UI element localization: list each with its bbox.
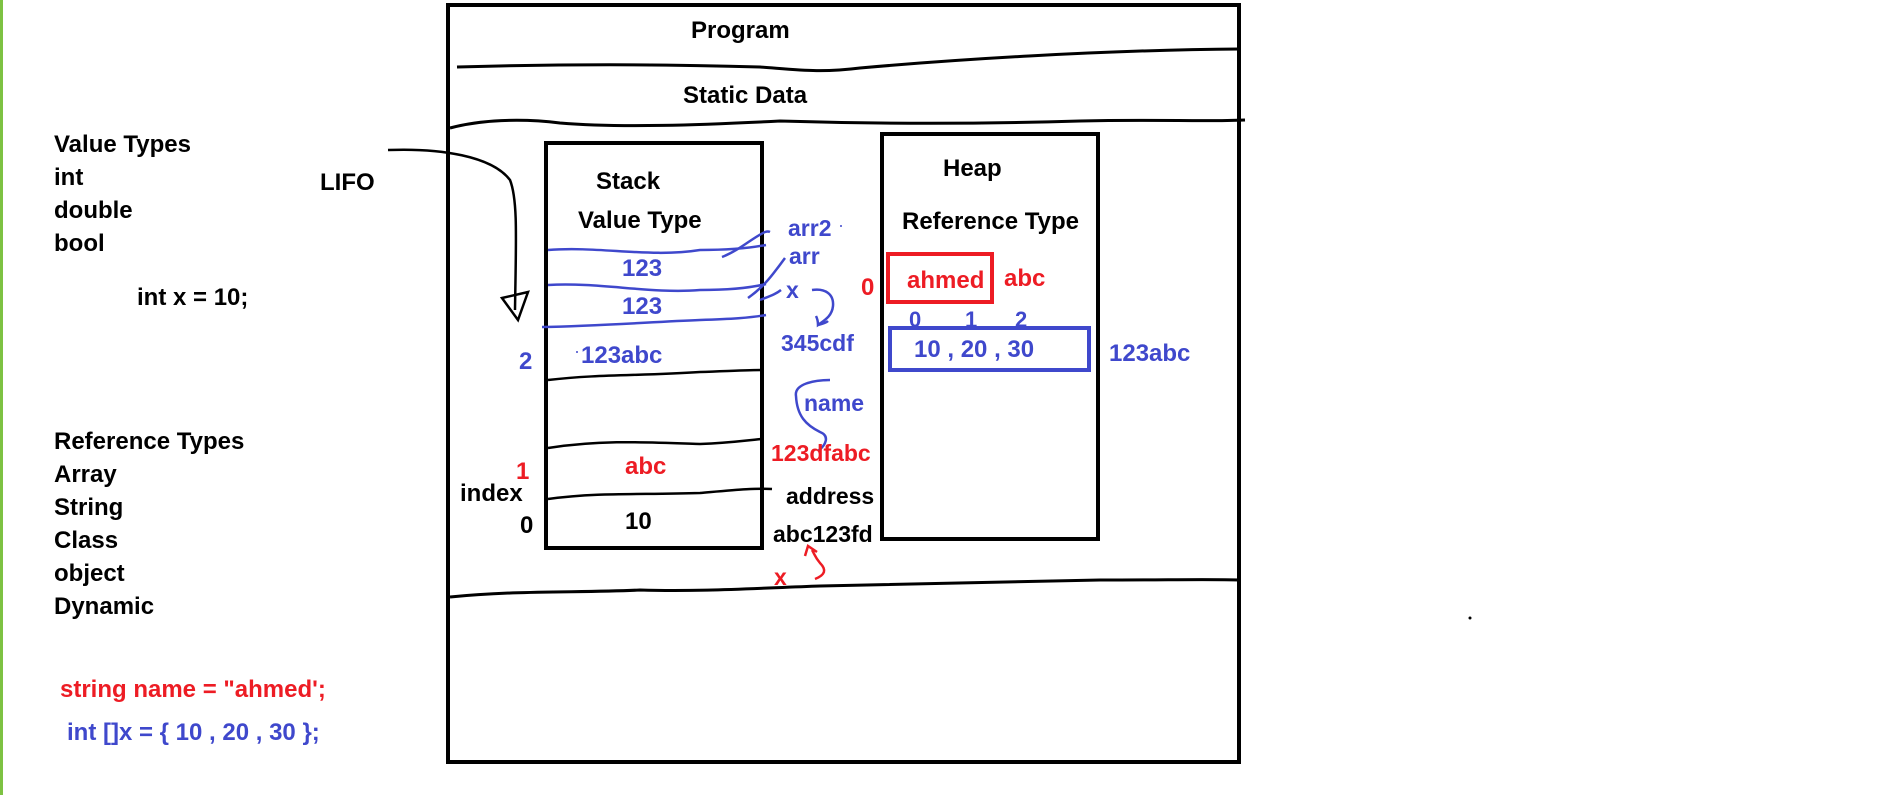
heap-title: Heap bbox=[943, 155, 1002, 182]
heap-string-value: ahmed bbox=[907, 267, 985, 294]
heap-array-index: 1 bbox=[965, 307, 978, 332]
stack-cell: 123 bbox=[622, 293, 663, 320]
stray-dot-2 bbox=[840, 225, 842, 227]
static-data-divider bbox=[449, 118, 1246, 130]
program-divider bbox=[456, 47, 1241, 73]
heap-array-address: 123abc bbox=[1109, 340, 1191, 367]
arr2-label: arr2 bbox=[788, 215, 832, 241]
value-types-heading: Value Types bbox=[54, 131, 191, 158]
lifo-arrowhead bbox=[499, 290, 530, 323]
heap-array-values: 10 , 20 , 30 bbox=[914, 336, 1035, 363]
stack-subtitle: Value Type bbox=[578, 207, 702, 234]
stack-title: Stack bbox=[596, 168, 661, 195]
stack-cell: 123abc bbox=[581, 342, 663, 369]
blue-stack-line-1 bbox=[547, 243, 767, 255]
stack-index-number: 1 bbox=[516, 458, 530, 485]
lifo-label: LIFO bbox=[320, 169, 375, 196]
x-red-label: x bbox=[774, 564, 787, 590]
stack-index-number: 2 bbox=[519, 348, 533, 375]
arr-pointer bbox=[747, 257, 787, 300]
address-label: address bbox=[786, 483, 875, 509]
heap-subtitle: Reference Type bbox=[902, 208, 1079, 235]
x-to-345cdf-arrow bbox=[811, 288, 835, 328]
program-label: Program bbox=[691, 17, 790, 44]
arr-label: arr bbox=[789, 243, 820, 269]
lifo-arrow bbox=[387, 148, 518, 311]
reference-type-item: Dynamic bbox=[54, 593, 155, 620]
heap-box bbox=[880, 132, 1100, 541]
value-type-item: int bbox=[54, 164, 84, 191]
stray-dot-1 bbox=[1468, 616, 1472, 620]
name-pointer bbox=[794, 378, 831, 452]
value-type-item: double bbox=[54, 197, 133, 224]
bottom-divider bbox=[449, 578, 1241, 599]
heap-array-index: 0 bbox=[909, 307, 922, 332]
stack-divider-upper bbox=[547, 368, 763, 382]
left-border-strip bbox=[0, 0, 3, 795]
stack-divider-middle bbox=[547, 437, 763, 450]
address-abc123fd: abc123fd bbox=[773, 521, 873, 547]
static-data-label: Static Data bbox=[683, 82, 808, 109]
reference-types-heading: Reference Types bbox=[54, 428, 245, 455]
heap-array-index: 2 bbox=[1015, 307, 1028, 332]
stack-cell: abc bbox=[625, 453, 667, 480]
heap-string-box bbox=[886, 252, 994, 304]
blue-stack-line-3 bbox=[541, 313, 767, 329]
reference-type-item: Class bbox=[54, 527, 119, 554]
stray-dot-3 bbox=[576, 351, 578, 353]
value-type-example: int x = 10; bbox=[137, 284, 249, 311]
reference-type-item: object bbox=[54, 560, 125, 587]
name-label: name bbox=[804, 390, 865, 416]
x-pointer bbox=[759, 289, 782, 302]
stack-index-number: 0 bbox=[520, 512, 534, 539]
address-123dfabc: 123dfabc bbox=[771, 440, 871, 466]
reference-type-item: String bbox=[54, 494, 124, 521]
stack-index-label: index bbox=[460, 480, 523, 507]
address-345cdf: 345cdf bbox=[781, 330, 854, 356]
arr2-pointer bbox=[721, 230, 771, 259]
string-declaration: string name = "ahmed'; bbox=[60, 676, 326, 703]
stack-cell: 123 bbox=[622, 255, 663, 282]
stack-divider-lower bbox=[547, 487, 773, 501]
blue-stack-line-2 bbox=[547, 282, 767, 293]
value-type-item: bool bbox=[54, 230, 105, 257]
stack-box bbox=[544, 141, 764, 550]
red-x-arrow bbox=[803, 544, 826, 581]
reference-type-item: Array bbox=[54, 461, 117, 488]
x-label: x bbox=[786, 277, 799, 303]
heap-string-index: 0 bbox=[861, 274, 875, 301]
memory-frame bbox=[446, 3, 1241, 764]
heap-string-address: abc bbox=[1004, 265, 1046, 292]
stack-cell: 10 bbox=[625, 508, 652, 535]
array-declaration: int []x = { 10 , 20 , 30 }; bbox=[67, 719, 320, 746]
heap-array-box bbox=[888, 326, 1091, 372]
